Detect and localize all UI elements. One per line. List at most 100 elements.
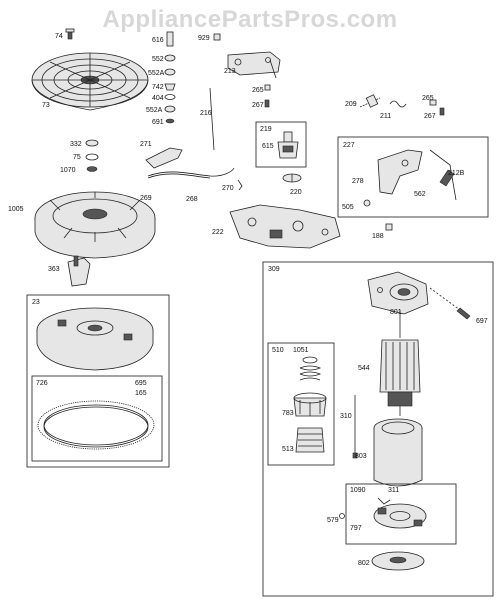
screw-267-a <box>264 99 270 108</box>
nut-265-a <box>264 84 271 91</box>
washer-579 <box>339 513 345 519</box>
governor-615 <box>277 131 299 159</box>
armature-363 <box>67 255 91 287</box>
screw-188 <box>385 223 393 231</box>
screw-505 <box>363 199 371 207</box>
small-parts-stack <box>164 31 176 124</box>
label-562: 562 <box>414 191 426 198</box>
spring-211 <box>389 100 407 108</box>
label-552a-1: 552A <box>148 70 165 77</box>
bracket-213 <box>227 51 281 79</box>
box-309 <box>262 261 494 597</box>
label-697: 697 <box>476 318 488 325</box>
label-23: 23 <box>32 299 40 306</box>
washers-332-75-1070 <box>85 139 99 172</box>
starter-housing-803 <box>373 418 423 487</box>
label-75: 75 <box>73 154 81 161</box>
box-219 <box>255 121 307 168</box>
label-267-a: 267 <box>252 102 264 109</box>
label-1005: 1005 <box>8 206 24 213</box>
label-802: 802 <box>358 560 370 567</box>
clip-270 <box>237 179 243 191</box>
label-269: 269 <box>140 195 152 202</box>
nut-265-b <box>429 99 437 106</box>
label-271: 271 <box>140 141 152 148</box>
label-1070: 1070 <box>60 167 76 174</box>
bolt-697 <box>429 287 471 320</box>
label-209: 209 <box>345 101 357 108</box>
label-188: 188 <box>372 233 384 240</box>
label-212b: 212B <box>448 170 465 177</box>
box-23 <box>26 294 170 468</box>
label-742: 742 <box>152 84 164 91</box>
label-165: 165 <box>135 390 147 397</box>
label-219: 219 <box>260 126 272 133</box>
screw-267-b <box>439 107 445 116</box>
label-267-b: 267 <box>424 113 436 120</box>
starter-bracket-801 <box>367 271 429 315</box>
label-74: 74 <box>55 33 63 40</box>
lever-271 <box>145 147 183 169</box>
thru-bolt-310 <box>352 395 358 459</box>
label-213: 213 <box>224 68 236 75</box>
label-783: 783 <box>282 410 294 417</box>
label-929: 929 <box>198 35 210 42</box>
bolt-74 <box>65 28 75 40</box>
control-bracket-227 <box>377 149 457 201</box>
label-510: 510 <box>272 347 284 354</box>
blower-screen-part <box>31 52 149 111</box>
link-rod-216 <box>209 87 215 151</box>
end-cap-1090 <box>373 497 427 529</box>
label-265-b: 265 <box>422 95 434 102</box>
flywheel-1005 <box>34 191 156 259</box>
plate-802 <box>371 551 425 571</box>
label-615: 615 <box>262 143 274 150</box>
label-270: 270 <box>222 185 234 192</box>
label-222: 222 <box>212 229 224 236</box>
label-513: 513 <box>282 446 294 453</box>
label-616: 616 <box>152 37 164 44</box>
label-1090: 1090 <box>350 487 366 494</box>
pinion-assembly-510 <box>293 356 327 453</box>
label-227: 227 <box>343 142 355 149</box>
box-227 <box>337 136 489 218</box>
label-1051: 1051 <box>293 347 309 354</box>
label-220: 220 <box>290 189 302 196</box>
ring-gear-726 <box>37 400 155 450</box>
label-211: 211 <box>380 113 391 120</box>
box-1090 <box>345 483 457 545</box>
box-726 <box>31 375 163 462</box>
box-510 <box>267 342 335 466</box>
label-505: 505 <box>342 204 354 211</box>
label-552a-2: 552A <box>146 107 163 114</box>
alternator-23 <box>36 307 154 371</box>
label-695: 695 <box>135 380 147 387</box>
label-404: 404 <box>152 95 164 102</box>
label-544: 544 <box>358 365 370 372</box>
label-332: 332 <box>70 141 82 148</box>
label-552: 552 <box>152 56 164 63</box>
spring-209 <box>359 94 381 108</box>
label-579: 579 <box>327 517 339 524</box>
bracket-222 <box>229 204 341 249</box>
label-265-a: 265 <box>252 87 264 94</box>
governor-gear-220 <box>282 173 302 183</box>
label-278: 278 <box>352 178 364 185</box>
label-216: 216 <box>200 110 212 117</box>
screw-929 <box>213 33 221 41</box>
label-311: 311 <box>388 487 399 494</box>
label-691: 691 <box>152 119 164 126</box>
label-797: 797 <box>350 525 362 532</box>
label-268: 268 <box>186 196 198 203</box>
label-726: 726 <box>36 380 48 387</box>
watermark-text: AppliancePartsPros.com <box>102 6 397 33</box>
label-309: 309 <box>268 266 280 273</box>
label-363: 363 <box>48 266 60 273</box>
label-803: 803 <box>355 453 367 460</box>
armature-544 <box>379 310 421 416</box>
cable-268 <box>147 167 235 179</box>
label-801: 801 <box>390 309 402 316</box>
label-73: 73 <box>42 102 50 109</box>
label-310: 310 <box>340 413 352 420</box>
